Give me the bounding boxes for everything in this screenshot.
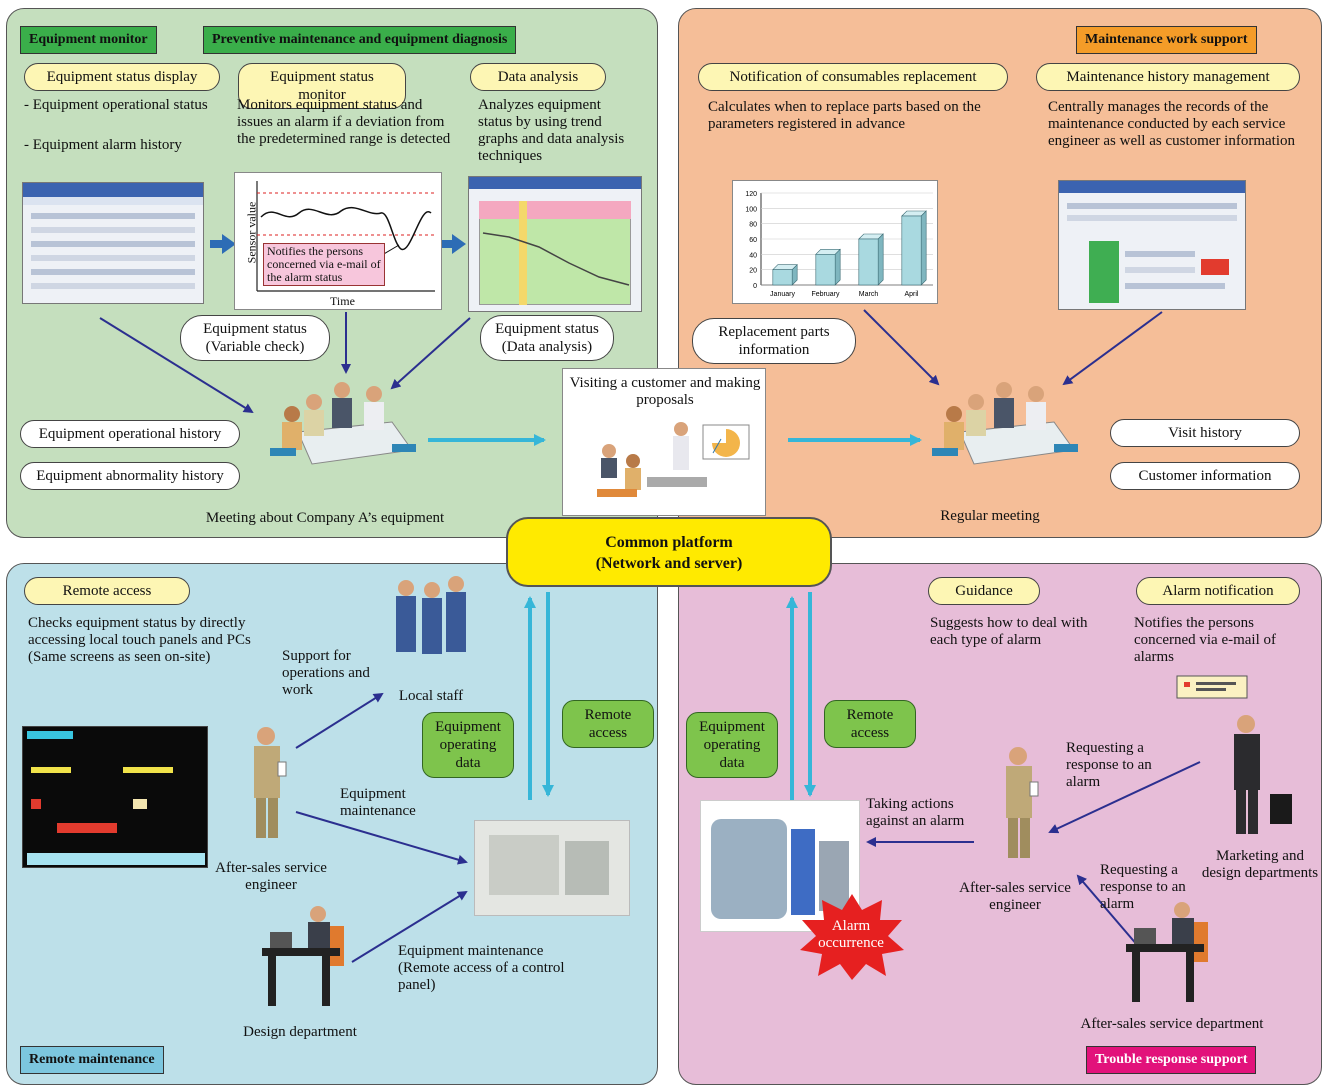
consumables-replacement-pill: Notification of consumables replacement	[698, 63, 1008, 91]
local-staff-icon	[396, 576, 466, 654]
businessman-on-phone-icon	[1234, 715, 1292, 834]
remote-maintenance-tag: Remote maintenance	[20, 1046, 164, 1074]
graph-x-label: Time	[330, 294, 355, 308]
data-analysis-description: Analyzes equipment status by using trend…	[478, 97, 625, 164]
remote-maintenance-control-panel-label: Equipment maintenance (Remote access of …	[398, 943, 565, 993]
presentation-icon	[597, 422, 750, 497]
chart-bar	[815, 254, 836, 286]
equipment-machine-image	[474, 820, 630, 916]
chart-y-tick-label: 40	[749, 252, 757, 259]
chart-y-tick-label: 20	[749, 268, 757, 275]
alarm-occurrence-label: Alarm occurrence	[818, 918, 884, 951]
alarm-notification-description: Notifies the persons concerned via e-mai…	[1134, 615, 1277, 665]
status-display-screenshot	[22, 182, 204, 304]
chart-x-tick-label: April	[904, 291, 918, 298]
alarm-burst-icon	[800, 894, 904, 980]
data-analysis-pill: Data analysis	[470, 63, 606, 91]
replacement-parts-oval: Replacement parts information	[692, 318, 856, 364]
design-department-label: Design department	[243, 1024, 357, 1040]
abnormality-history-oval: Equipment abnormality history	[20, 462, 240, 490]
remote-access-description: Checks equipment status by directly acce…	[28, 615, 251, 665]
service-department-desk-icon	[1126, 902, 1208, 1002]
remote-access-box: Remote access	[562, 700, 654, 748]
control-panel-screen	[22, 726, 208, 868]
service-engineer-icon-2	[1006, 747, 1039, 858]
remote-access-box-2: Remote access	[824, 700, 916, 748]
data-analysis-screenshot	[468, 176, 642, 312]
status-display-item-1: - Equipment operational status	[24, 97, 208, 113]
equipment-operating-data-box: Equipment operating data	[422, 712, 514, 778]
guidance-pill: Guidance	[928, 577, 1040, 605]
remote-access-pill: Remote access	[24, 577, 190, 605]
maintenance-work-support-tag: Maintenance work support	[1076, 26, 1257, 54]
chart-y-tick-label: 80	[749, 222, 757, 229]
chart-x-tick-label: March	[859, 291, 879, 298]
support-operations-label: Support for operations and work	[282, 648, 370, 698]
requesting-response-label-1: Requesting a response to an alarm	[1066, 740, 1152, 790]
chart-x-tick-label: February	[811, 291, 840, 298]
data-analysis-oval: Equipment status (Data analysis)	[480, 315, 614, 361]
local-staff-label: Local staff	[398, 688, 464, 704]
marketing-design-label: Marketing and design departments	[1201, 848, 1319, 881]
meeting-people-icon	[270, 382, 416, 465]
designer-at-desk-icon	[262, 906, 344, 1006]
equipment-maintenance-label: Equipment maintenance	[340, 786, 416, 819]
chart-bar	[901, 215, 922, 286]
graph-y-label: Sensor value	[244, 201, 259, 264]
maintenance-history-pill: Maintenance history management	[1036, 63, 1300, 91]
trouble-response-support-tag: Trouble response support	[1086, 1046, 1257, 1074]
requesting-response-label-2: Requesting a response to an alarm	[1100, 862, 1186, 912]
chart-y-tick-label: 0	[753, 283, 757, 290]
taking-actions-label: Taking actions against an alarm	[866, 796, 965, 829]
visit-history-oval: Visit history	[1110, 419, 1300, 447]
status-monitor-description: Monitors equipment status and issues an …	[237, 97, 451, 147]
regular-meeting-label: Regular meeting	[940, 508, 1040, 524]
service-engineer-icon	[254, 727, 287, 838]
equipment-monitor-tag: Equipment monitor	[20, 26, 157, 54]
regular-meeting-people-icon	[932, 382, 1078, 465]
alarm-notification-pill: Alarm notification	[1136, 577, 1300, 605]
consumables-description: Calculates when to replace parts based o…	[708, 99, 981, 132]
platform-title: Common platform	[605, 534, 733, 551]
sensor-trend-graph: Sensor value Time Notifies the persons c…	[234, 172, 442, 310]
chart-y-tick-label: 60	[749, 237, 757, 244]
customer-information-oval: Customer information	[1110, 462, 1300, 490]
chart-y-tick-label: 120	[745, 191, 757, 198]
service-department-label: After-sales service department	[1080, 1016, 1264, 1032]
chart-bar-side	[920, 210, 927, 286]
chart-x-tick-label: January	[770, 291, 795, 298]
company-a-meeting-label: Meeting about Company A’s equipment	[205, 510, 445, 526]
chart-bar	[772, 269, 793, 286]
platform-subtitle: (Network and server)	[595, 555, 743, 572]
operational-history-oval: Equipment operational history	[20, 420, 240, 448]
preventive-maintenance-tag: Preventive maintenance and equipment dia…	[203, 26, 517, 54]
email-notification-note: Notifies the persons concerned via e-mai…	[263, 243, 385, 286]
chart-bar	[858, 238, 879, 286]
variable-check-oval: Equipment status (Variable check)	[180, 315, 330, 361]
service-engineer-label-2: After-sales service engineer	[959, 880, 1071, 913]
service-engineer-label: After-sales service engineer	[215, 860, 327, 893]
customer-visit-box: Visiting a customer and making proposals	[562, 368, 766, 516]
guidance-description: Suggests how to deal with each type of a…	[930, 615, 1088, 648]
equipment-status-monitor-pill: Equipment status monitor	[238, 63, 406, 109]
chart-y-tick-label: 100	[745, 206, 757, 213]
equipment-status-display-pill: Equipment status display	[24, 63, 220, 91]
email-icon	[1176, 675, 1248, 699]
chart-bar-side	[877, 233, 884, 286]
history-management-description: Centrally manages the records of the mai…	[1048, 99, 1296, 149]
history-management-screenshot	[1058, 180, 1246, 310]
chart-bar-side	[834, 248, 841, 286]
status-display-item-2: - Equipment alarm history	[24, 137, 182, 153]
equipment-operating-data-box-2: Equipment operating data	[686, 712, 778, 778]
customer-visit-label: Visiting a customer and making proposals	[569, 375, 761, 408]
common-platform: Common platform (Network and server)	[506, 517, 832, 587]
